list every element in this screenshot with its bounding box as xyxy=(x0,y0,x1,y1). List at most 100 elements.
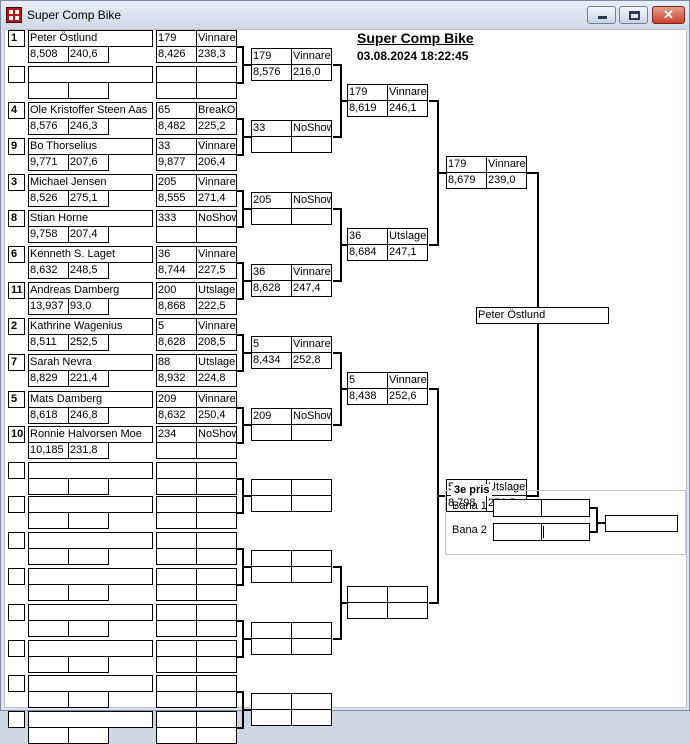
r3-entry-number[interactable]: 205 xyxy=(251,192,292,209)
r3-entry-number[interactable]: 179 xyxy=(251,48,292,65)
seed-box[interactable] xyxy=(8,711,25,728)
r2-entry-time[interactable] xyxy=(156,656,197,673)
r3-entry-result[interactable]: NoShow xyxy=(291,120,332,137)
lane1-result-field[interactable] xyxy=(541,499,590,517)
r3-entry-result[interactable] xyxy=(291,550,332,567)
seed-box[interactable]: 6 xyxy=(8,246,25,263)
rider-speed-field[interactable]: 93,0 xyxy=(68,298,109,315)
seed-box[interactable]: 4 xyxy=(8,102,25,119)
rider-time-field[interactable] xyxy=(28,584,69,601)
r3-entry-result[interactable] xyxy=(291,622,332,639)
r2-entry-number[interactable] xyxy=(156,462,197,479)
r2-entry-result[interactable] xyxy=(196,496,237,513)
r3-entry-result[interactable]: Vinnare xyxy=(291,336,332,353)
rider-time-field[interactable] xyxy=(28,691,69,708)
r2-entry-result[interactable]: Utslagen xyxy=(196,282,237,299)
rider-name-field[interactable] xyxy=(28,711,153,728)
r2-entry-result[interactable]: NoShow xyxy=(196,210,237,227)
seed-box[interactable] xyxy=(8,532,25,549)
r2-entry-result[interactable]: Vinnare xyxy=(196,390,237,408)
rider-speed-field[interactable] xyxy=(68,548,109,565)
seed-box[interactable]: 5 xyxy=(8,390,25,408)
r2-entry-time[interactable]: 8,426 xyxy=(156,46,197,63)
r2-entry-speed[interactable] xyxy=(196,620,237,637)
rider-speed-field[interactable]: 248,5 xyxy=(68,262,109,279)
rider-time-field[interactable]: 8,508 xyxy=(28,46,69,63)
r2-entry-speed[interactable] xyxy=(196,442,237,459)
r2-entry-time[interactable] xyxy=(156,691,197,708)
rider-time-field[interactable] xyxy=(28,620,69,637)
r2-entry-time[interactable] xyxy=(156,442,197,459)
r3-entry-speed[interactable] xyxy=(291,424,332,441)
r2-entry-number[interactable]: 179 xyxy=(156,30,197,47)
rider-speed-field[interactable] xyxy=(68,584,109,601)
rider-time-field[interactable] xyxy=(28,548,69,565)
r2-entry-time[interactable]: 8,868 xyxy=(156,298,197,315)
rider-name-field[interactable]: Ronnie Halvorsen Moe xyxy=(28,426,153,443)
seed-box[interactable]: 11 xyxy=(8,282,25,299)
r4-entry-time[interactable]: 8,684 xyxy=(347,244,388,261)
r2-entry-number[interactable] xyxy=(156,532,197,549)
r2-entry-result[interactable] xyxy=(196,462,237,479)
r3-entry-speed[interactable] xyxy=(291,495,332,512)
r2-entry-number[interactable] xyxy=(156,711,197,728)
r2-entry-result[interactable]: Vinnare xyxy=(196,30,237,47)
rider-time-field[interactable]: 8,618 xyxy=(28,406,69,424)
r2-entry-speed[interactable]: 222,5 xyxy=(196,298,237,315)
r3-entry-number[interactable] xyxy=(251,622,292,639)
r4-entry-result[interactable]: Vinnare xyxy=(387,372,428,389)
seed-box[interactable] xyxy=(8,640,25,657)
r2-entry-result[interactable] xyxy=(196,640,237,657)
r3-entry-result[interactable]: NoShow xyxy=(291,192,332,209)
r2-entry-time[interactable]: 8,632 xyxy=(156,406,197,424)
r4-entry-number[interactable]: 36 xyxy=(347,228,388,245)
r4-entry-time[interactable]: 8,619 xyxy=(347,100,388,117)
r2-entry-result[interactable] xyxy=(196,604,237,621)
r2-entry-speed[interactable] xyxy=(196,656,237,673)
r3-entry-result[interactable] xyxy=(291,479,332,496)
r2-entry-time[interactable]: 8,744 xyxy=(156,262,197,279)
rider-speed-field[interactable]: 207,4 xyxy=(68,226,109,243)
r2-entry-speed[interactable]: 238,3 xyxy=(196,46,237,63)
r3-entry-number[interactable] xyxy=(251,550,292,567)
winner-field[interactable]: Peter Östlund xyxy=(476,307,609,324)
r3-entry-number[interactable]: 5 xyxy=(251,336,292,353)
r2-entry-speed[interactable]: 208,5 xyxy=(196,334,237,351)
rider-speed-field[interactable]: 246,3 xyxy=(68,118,109,135)
r3-entry-speed[interactable] xyxy=(291,136,332,153)
rider-name-field[interactable] xyxy=(28,462,153,479)
r3-entry-speed[interactable] xyxy=(291,208,332,225)
seed-box[interactable]: 10 xyxy=(8,426,25,443)
rider-speed-field[interactable]: 231,8 xyxy=(68,442,109,459)
r3-entry-time[interactable] xyxy=(251,709,292,726)
r2-entry-speed[interactable]: 225,2 xyxy=(196,118,237,135)
r2-entry-speed[interactable]: 227,5 xyxy=(196,262,237,279)
r2-entry-number[interactable]: 65 xyxy=(156,102,197,119)
rider-time-field[interactable] xyxy=(28,727,69,744)
r2-entry-speed[interactable] xyxy=(196,548,237,565)
r2-entry-number[interactable]: 88 xyxy=(156,354,197,371)
seed-box[interactable] xyxy=(8,496,25,513)
r4-entry-speed[interactable]: 247,1 xyxy=(387,244,428,261)
seed-box[interactable]: 8 xyxy=(8,210,25,227)
title-bar[interactable]: Super Comp Bike ✕ xyxy=(1,1,689,29)
r4-entry-result[interactable] xyxy=(387,586,428,603)
r2-entry-number[interactable]: 205 xyxy=(156,174,197,191)
seed-box[interactable] xyxy=(8,675,25,692)
rider-time-field[interactable]: 9,771 xyxy=(28,154,69,171)
seed-box[interactable]: 1 xyxy=(8,30,25,47)
rider-name-field[interactable]: Kenneth S. Laget xyxy=(28,246,153,263)
rider-name-field[interactable]: Bo Thorselius xyxy=(28,138,153,155)
close-button[interactable]: ✕ xyxy=(652,6,685,24)
r3-entry-result[interactable]: NoShow xyxy=(291,408,332,425)
rider-time-field[interactable] xyxy=(28,656,69,673)
r3-entry-speed[interactable]: 216,0 xyxy=(291,64,332,81)
r4-entry-time[interactable] xyxy=(347,602,388,619)
r2-entry-number[interactable] xyxy=(156,640,197,657)
rider-speed-field[interactable]: 240,6 xyxy=(68,46,109,63)
r4-entry-speed[interactable]: 246,1 xyxy=(387,100,428,117)
r2-entry-time[interactable] xyxy=(156,478,197,495)
r2-entry-result[interactable] xyxy=(196,568,237,585)
r3-entry-speed[interactable]: 252,8 xyxy=(291,352,332,369)
seed-box[interactable] xyxy=(8,604,25,621)
